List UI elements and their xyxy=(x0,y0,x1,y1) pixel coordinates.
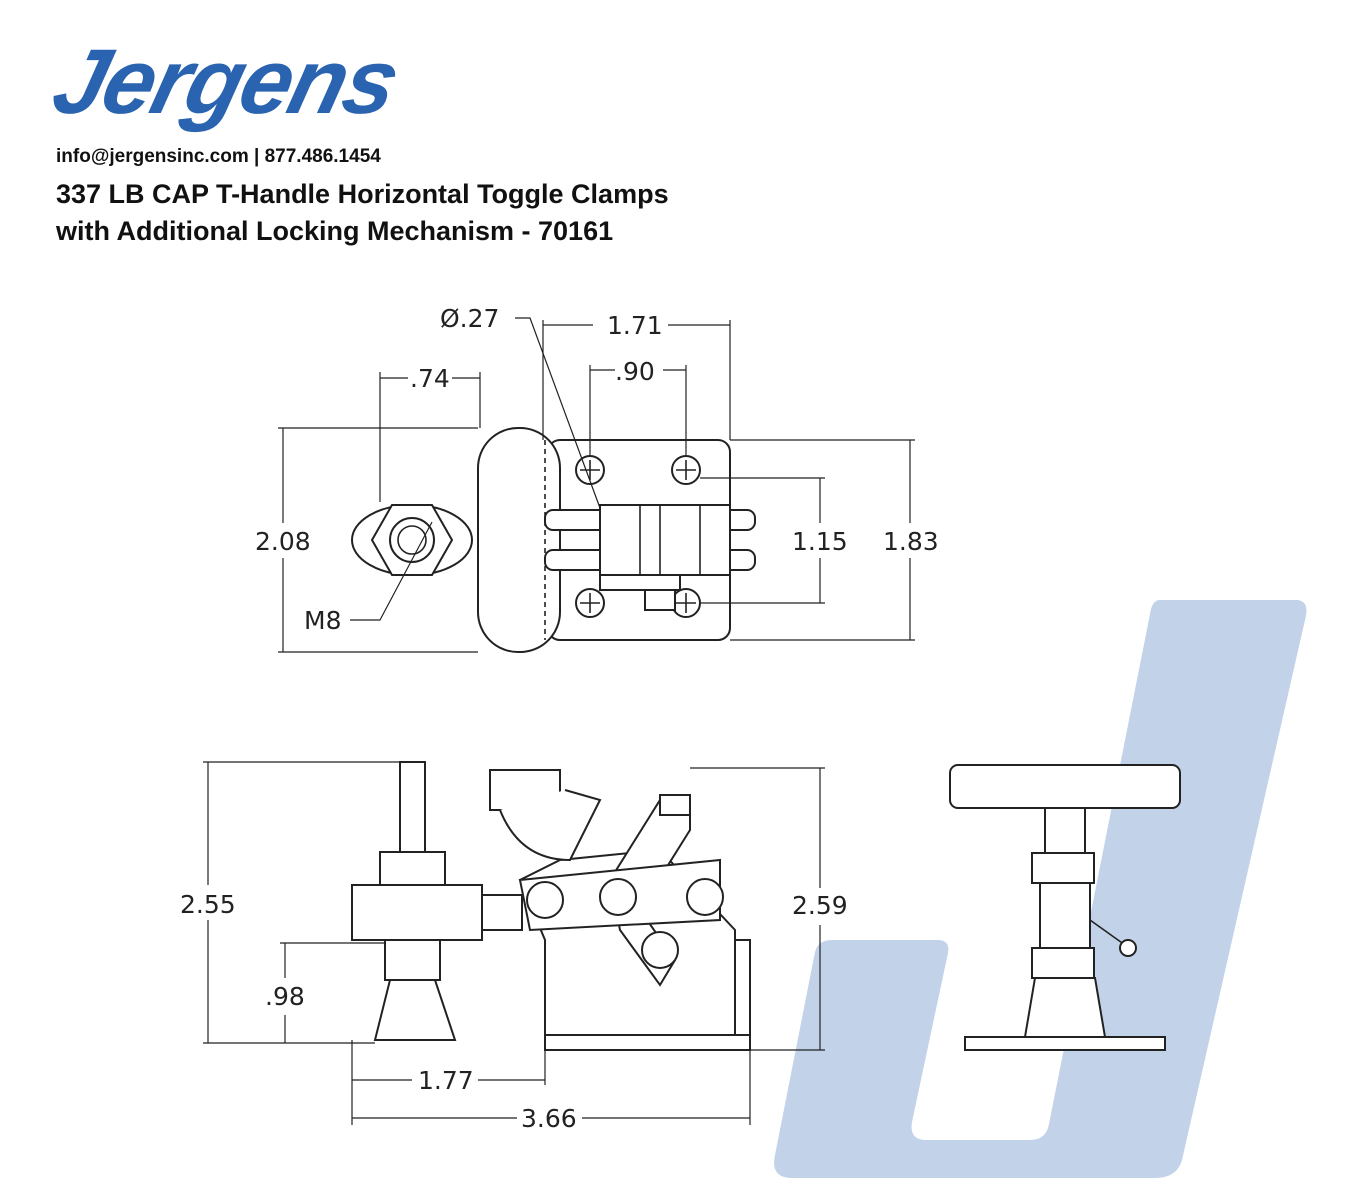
side-view xyxy=(351,761,751,1051)
dim-handle-height: 2.08 xyxy=(255,527,311,556)
product-title: 337 LB CAP T-Handle Horizontal Toggle Cl… xyxy=(56,176,669,250)
dim-overall-length: 3.66 xyxy=(521,1104,577,1133)
dimension-lines xyxy=(203,317,915,1125)
dim-spindle-base: .98 xyxy=(265,982,305,1011)
contact-info: info@jergensinc.com | 877.486.1454 xyxy=(56,146,381,167)
title-line-1: 337 LB CAP T-Handle Horizontal Toggle Cl… xyxy=(56,179,669,209)
dim-spindle-height: 2.55 xyxy=(180,890,236,919)
dim-hole-spacing-x: .90 xyxy=(615,357,655,386)
dim-overall-height: 2.59 xyxy=(792,891,848,920)
dim-spindle-to-base: 1.77 xyxy=(418,1066,474,1095)
dim-hole-spacing-y: 1.15 xyxy=(792,527,848,556)
dim-spindle-offset: .74 xyxy=(410,364,450,393)
dim-thread: M8 xyxy=(304,606,341,635)
top-view xyxy=(351,427,756,653)
watermark-j xyxy=(774,600,1307,1178)
front-view xyxy=(949,764,1181,1051)
dim-width-overall: 1.71 xyxy=(607,311,663,340)
dim-hole-diameter: Ø.27 xyxy=(440,304,499,333)
dim-base-height: 1.83 xyxy=(883,527,939,556)
title-line-2: with Additional Locking Mechanism - 7016… xyxy=(56,216,614,246)
